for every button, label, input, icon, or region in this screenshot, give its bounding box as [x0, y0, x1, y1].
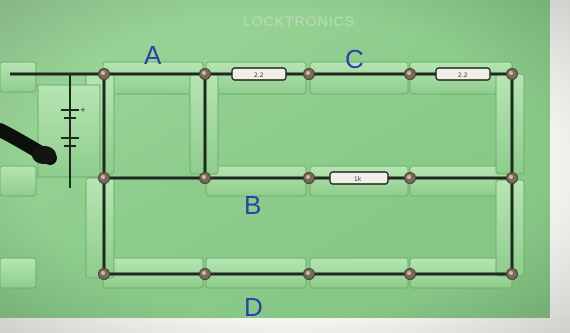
connector-highlight [101, 71, 105, 75]
connector-highlight [306, 271, 310, 275]
link-tile [0, 165, 37, 197]
resistor-marking: 2.2 [254, 72, 264, 79]
connector-highlight [202, 71, 206, 75]
resistor-marking: 1k [354, 176, 362, 183]
brand-watermark: LOCKTRONICS [243, 13, 355, 29]
node-label-c: C [345, 44, 364, 74]
connector-highlight [306, 71, 310, 75]
connector-highlight [407, 71, 411, 75]
connector-highlight [202, 271, 206, 275]
battery-component: + [37, 74, 101, 188]
node-label-a: A [144, 40, 162, 70]
connector-highlight [202, 175, 206, 179]
link-tile [0, 257, 37, 289]
resistor-layer: 2.2 2.2 1k [231, 67, 491, 185]
connector-highlight [407, 271, 411, 275]
connector-highlight [101, 175, 105, 179]
connector-highlight [509, 271, 513, 275]
connector-highlight [509, 71, 513, 75]
link-tile [495, 73, 525, 175]
component-layer: + [0, 74, 101, 188]
probe-lead [0, 123, 57, 165]
link-tile [85, 177, 115, 279]
resistor [231, 67, 287, 81]
connector-highlight [306, 175, 310, 179]
resistor [329, 171, 389, 185]
node-label-d: D [244, 292, 263, 322]
connector-layer [98, 68, 518, 280]
connector-highlight [509, 175, 513, 179]
connector-highlight [101, 271, 105, 275]
connector-highlight [407, 175, 411, 179]
resistor-marking: 2.2 [458, 72, 468, 79]
link-tile [495, 179, 525, 277]
link-tile [0, 61, 37, 93]
resistor [435, 67, 491, 81]
node-label-b: B [244, 190, 261, 220]
svg-text:+: + [80, 106, 86, 114]
